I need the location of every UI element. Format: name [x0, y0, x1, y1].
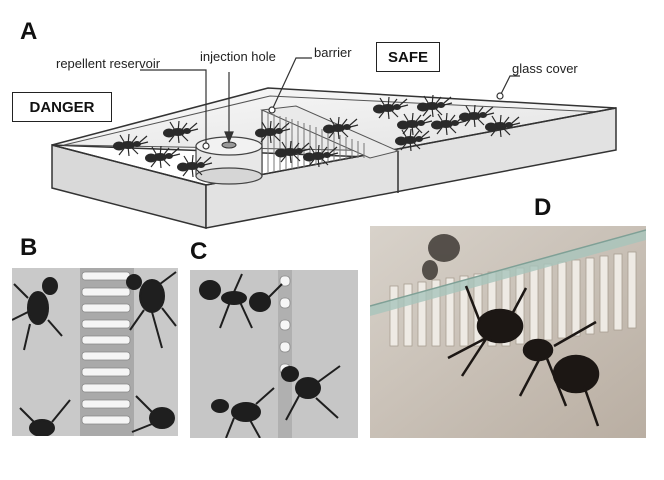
panel-letter-b: B	[20, 234, 38, 261]
label-barrier: barrier	[314, 45, 352, 60]
ant-icon	[422, 234, 460, 280]
reservoir-icon	[195, 136, 263, 185]
ant-icon	[131, 395, 175, 433]
photo-c	[190, 270, 358, 438]
label-glass-cover: glass cover	[512, 61, 578, 76]
panel-letter-c: C	[190, 238, 208, 265]
ant-icon	[12, 277, 63, 351]
ant-icon	[281, 365, 341, 421]
callout-lines	[140, 57, 520, 150]
photo-c-graphic	[190, 270, 358, 438]
photo-d-graphic	[370, 226, 646, 438]
label-safe: SAFE	[376, 42, 440, 72]
photo-b-graphic	[12, 268, 178, 436]
panel-letter-d: D	[534, 194, 552, 221]
ant-icon	[19, 399, 71, 436]
ant-icon	[211, 387, 275, 438]
label-repellent-reservoir: repellent reservoir	[56, 56, 161, 71]
front-wall-left	[51, 144, 207, 229]
panel-letter-a: A	[20, 18, 38, 45]
photo-d	[370, 226, 646, 438]
ant-icon	[126, 271, 177, 349]
label-danger: DANGER	[12, 92, 112, 122]
ant-icon	[447, 285, 600, 427]
photo-b	[12, 268, 178, 436]
ant-icon	[199, 273, 283, 329]
label-injection-hole: injection hole	[200, 49, 276, 64]
